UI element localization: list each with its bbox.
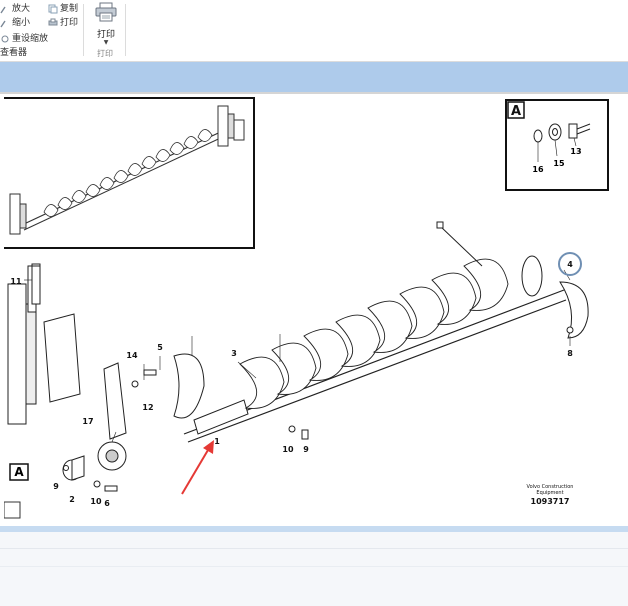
viewer-label: 查看器 xyxy=(0,48,28,58)
part-label-3: 3 xyxy=(231,349,237,358)
part-label-8: 8 xyxy=(567,349,573,358)
viewer-button[interactable]: 查看器 xyxy=(0,47,27,59)
copy-icon xyxy=(48,4,58,14)
parts-diagram: A 16 15 13 xyxy=(1,97,609,519)
highlight-circle xyxy=(558,252,582,276)
inset-label-16: 16 xyxy=(532,165,544,174)
part-label-2: 2 xyxy=(69,495,75,504)
reset-zoom-icon xyxy=(0,34,10,44)
auger-assembly: A xyxy=(3,221,589,519)
part-label-11: 11 xyxy=(10,277,22,286)
doc-number: 1093717 xyxy=(531,497,570,506)
zoom-in-button[interactable]: 放大 xyxy=(0,3,30,15)
part-label-1: 1 xyxy=(214,437,220,446)
footer-divider xyxy=(0,566,628,567)
reset-zoom-label: 重设缩放 xyxy=(12,34,49,44)
parts-diagram-page: A 16 15 13 xyxy=(1,94,624,526)
print-small-button[interactable]: 打印 xyxy=(48,17,78,29)
callout-a: A xyxy=(14,465,24,479)
print-button[interactable]: 打印 ▼ xyxy=(92,2,120,46)
brand-line-2: Equipment xyxy=(536,490,563,496)
part-label-4: 4 xyxy=(567,260,573,269)
inset-label-15: 15 xyxy=(553,159,565,168)
copy-label: 复制 xyxy=(60,4,79,14)
inset-letter: A xyxy=(511,104,521,119)
part-label-10b: 10 xyxy=(282,445,294,454)
ribbon-separator xyxy=(83,4,84,56)
part-label-10a: 10 xyxy=(90,497,102,506)
footer-divider xyxy=(0,548,628,549)
zoom-out-button[interactable]: 缩小 xyxy=(0,17,30,29)
part-label-17: 17 xyxy=(82,417,93,426)
inset-box-a: A 16 15 13 xyxy=(505,99,609,191)
part-label-9a: 9 xyxy=(53,482,59,491)
brand-line-1: Volvo Construction xyxy=(527,484,574,490)
zoom-out-label: 缩小 xyxy=(12,18,31,28)
page-bottom-band xyxy=(0,526,628,532)
part-label-6: 6 xyxy=(104,499,110,508)
chevron-down-icon: ▼ xyxy=(103,39,109,46)
part-label-9b: 9 xyxy=(303,445,309,454)
zoom-in-label: 放大 xyxy=(12,4,31,14)
copy-button[interactable]: 复制 xyxy=(48,3,78,15)
part-label-12: 12 xyxy=(142,403,153,412)
printer-small-icon xyxy=(48,18,58,28)
part-label-14: 14 xyxy=(126,351,138,360)
viewer-header-band xyxy=(0,62,628,92)
reset-zoom-button[interactable]: 重设缩放 xyxy=(0,33,48,45)
zoom-in-icon xyxy=(0,4,10,14)
viewer-footer xyxy=(0,532,628,606)
overview-frame xyxy=(1,97,255,249)
page-shadow xyxy=(0,92,628,94)
ribbon-toolbar: 放大 缩小 重设缩放 查看器 复制 打印 xyxy=(0,0,628,62)
arrow-icon xyxy=(181,440,214,495)
print-group-label: 打印 xyxy=(97,49,113,58)
inset-label-13: 13 xyxy=(570,147,581,156)
printer-icon xyxy=(95,2,117,26)
ribbon-separator xyxy=(125,4,126,56)
print-button-label: 打印 xyxy=(96,30,115,40)
part-labels: 1 2 3 4 5 6 8 9 9 10 10 11 12 14 17 xyxy=(10,260,573,508)
zoom-out-icon xyxy=(0,18,10,28)
part-label-5: 5 xyxy=(157,343,163,352)
print-small-label: 打印 xyxy=(60,18,79,28)
